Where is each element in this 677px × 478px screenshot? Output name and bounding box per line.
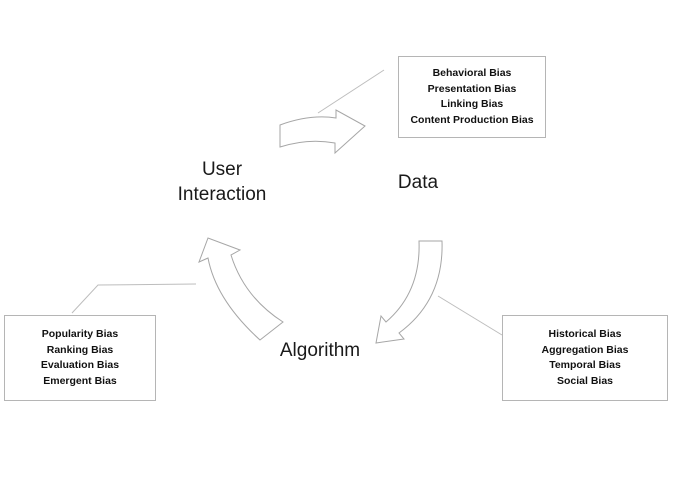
bias-item: Linking Bias bbox=[440, 98, 504, 110]
bias-item: Presentation Bias bbox=[427, 82, 517, 95]
user-interaction-line1: User bbox=[201, 159, 243, 180]
bias-item: Content Production Bias bbox=[410, 113, 534, 126]
data-label: Data bbox=[397, 172, 439, 193]
bias-item: Behavioral Bias bbox=[432, 67, 512, 79]
algorithm-biases-box: Historical Bias Aggregation Bias Tempora… bbox=[502, 315, 668, 401]
algorithm-label: Algorithm bbox=[279, 340, 361, 361]
user-interaction-biases-box: Popularity Bias Ranking Bias Evaluation … bbox=[4, 315, 156, 401]
user-interaction-label: User Interaction bbox=[158, 157, 286, 207]
arrow-user-to-data-icon bbox=[279, 109, 366, 155]
bias-item: Aggregation Bias bbox=[541, 343, 629, 356]
bias-item: Historical Bias bbox=[548, 328, 622, 340]
arrow-data-to-algorithm-icon bbox=[375, 240, 443, 344]
bias-item: Emergent Bias bbox=[43, 374, 117, 387]
bias-item: Ranking Bias bbox=[46, 343, 114, 356]
connector-algorithm-box bbox=[437, 295, 503, 336]
arrow-algorithm-to-user-icon bbox=[198, 237, 284, 341]
bias-item: Popularity Bias bbox=[41, 328, 119, 340]
data-biases-box: Behavioral Bias Presentation Bias Linkin… bbox=[398, 56, 546, 138]
bias-item: Temporal Bias bbox=[549, 359, 621, 371]
connector-data-box bbox=[317, 69, 385, 114]
bias-item: Evaluation Bias bbox=[40, 359, 120, 371]
user-interaction-line2: Interaction bbox=[177, 184, 267, 205]
bias-item: Social Bias bbox=[556, 374, 614, 387]
connector-user-box bbox=[71, 283, 197, 314]
